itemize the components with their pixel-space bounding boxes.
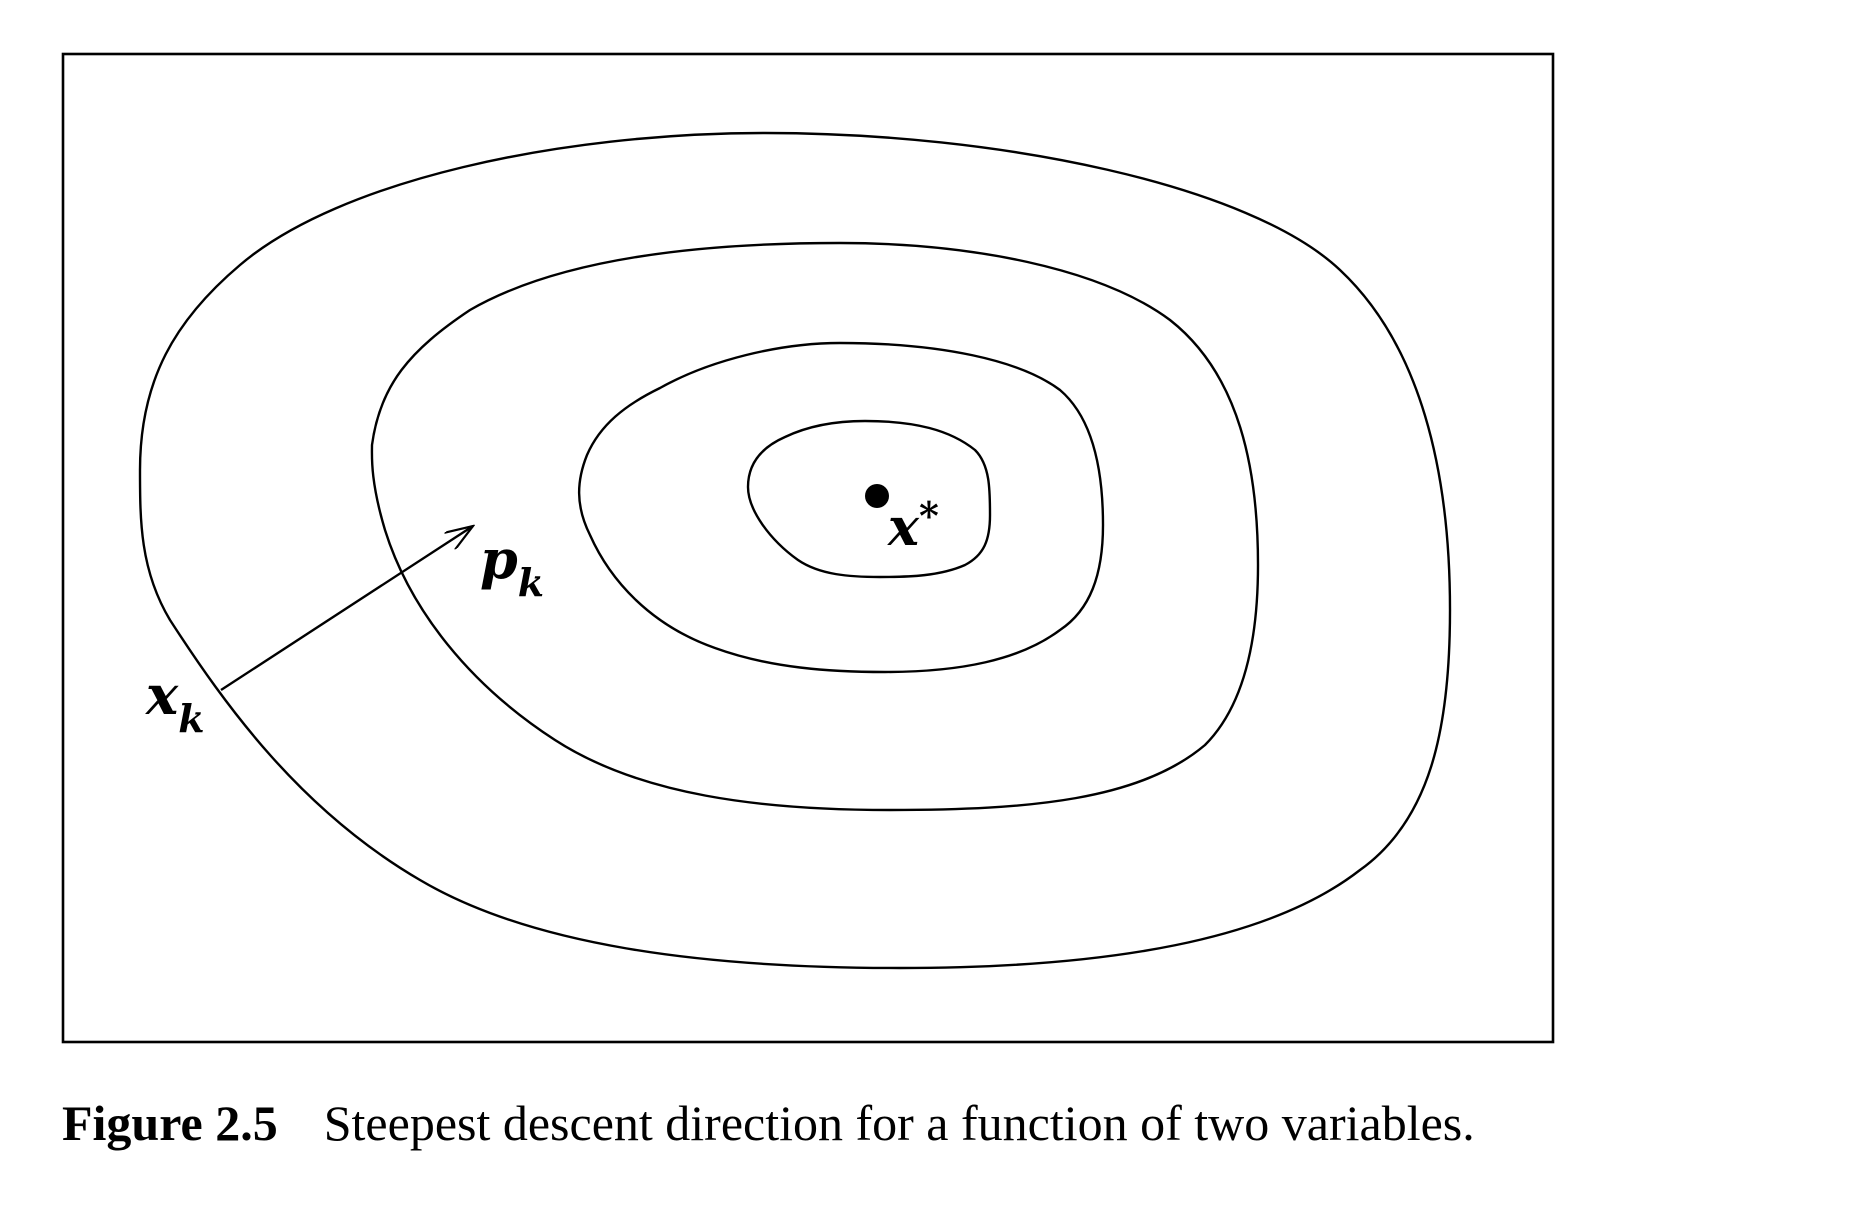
figure-number: Figure 2.5 xyxy=(62,1095,278,1151)
label-xstar-base: x xyxy=(887,497,920,558)
label-xstar: x* xyxy=(887,493,939,558)
label-pk-base: p xyxy=(480,527,518,591)
contour-third xyxy=(577,341,1105,674)
label-xk: xk xyxy=(145,663,205,741)
caption-text: Steepest descent direction for a functio… xyxy=(323,1095,1475,1151)
contour-outer xyxy=(138,131,1452,970)
label-pk-subscript: k xyxy=(518,560,544,605)
figure-caption: Figure 2.5 Steepest descent direction for… xyxy=(62,1098,1475,1148)
label-xk-base: x xyxy=(145,663,179,727)
minimizer-dot xyxy=(865,484,889,508)
label-xstar-superscript: * xyxy=(919,493,939,538)
direction-arrow xyxy=(220,526,473,692)
label-xk-subscript: k xyxy=(178,696,204,741)
figure-frame xyxy=(61,52,1555,1044)
contour-second xyxy=(370,241,1260,812)
contour-inner xyxy=(746,419,992,579)
label-pk: pk xyxy=(480,527,544,605)
